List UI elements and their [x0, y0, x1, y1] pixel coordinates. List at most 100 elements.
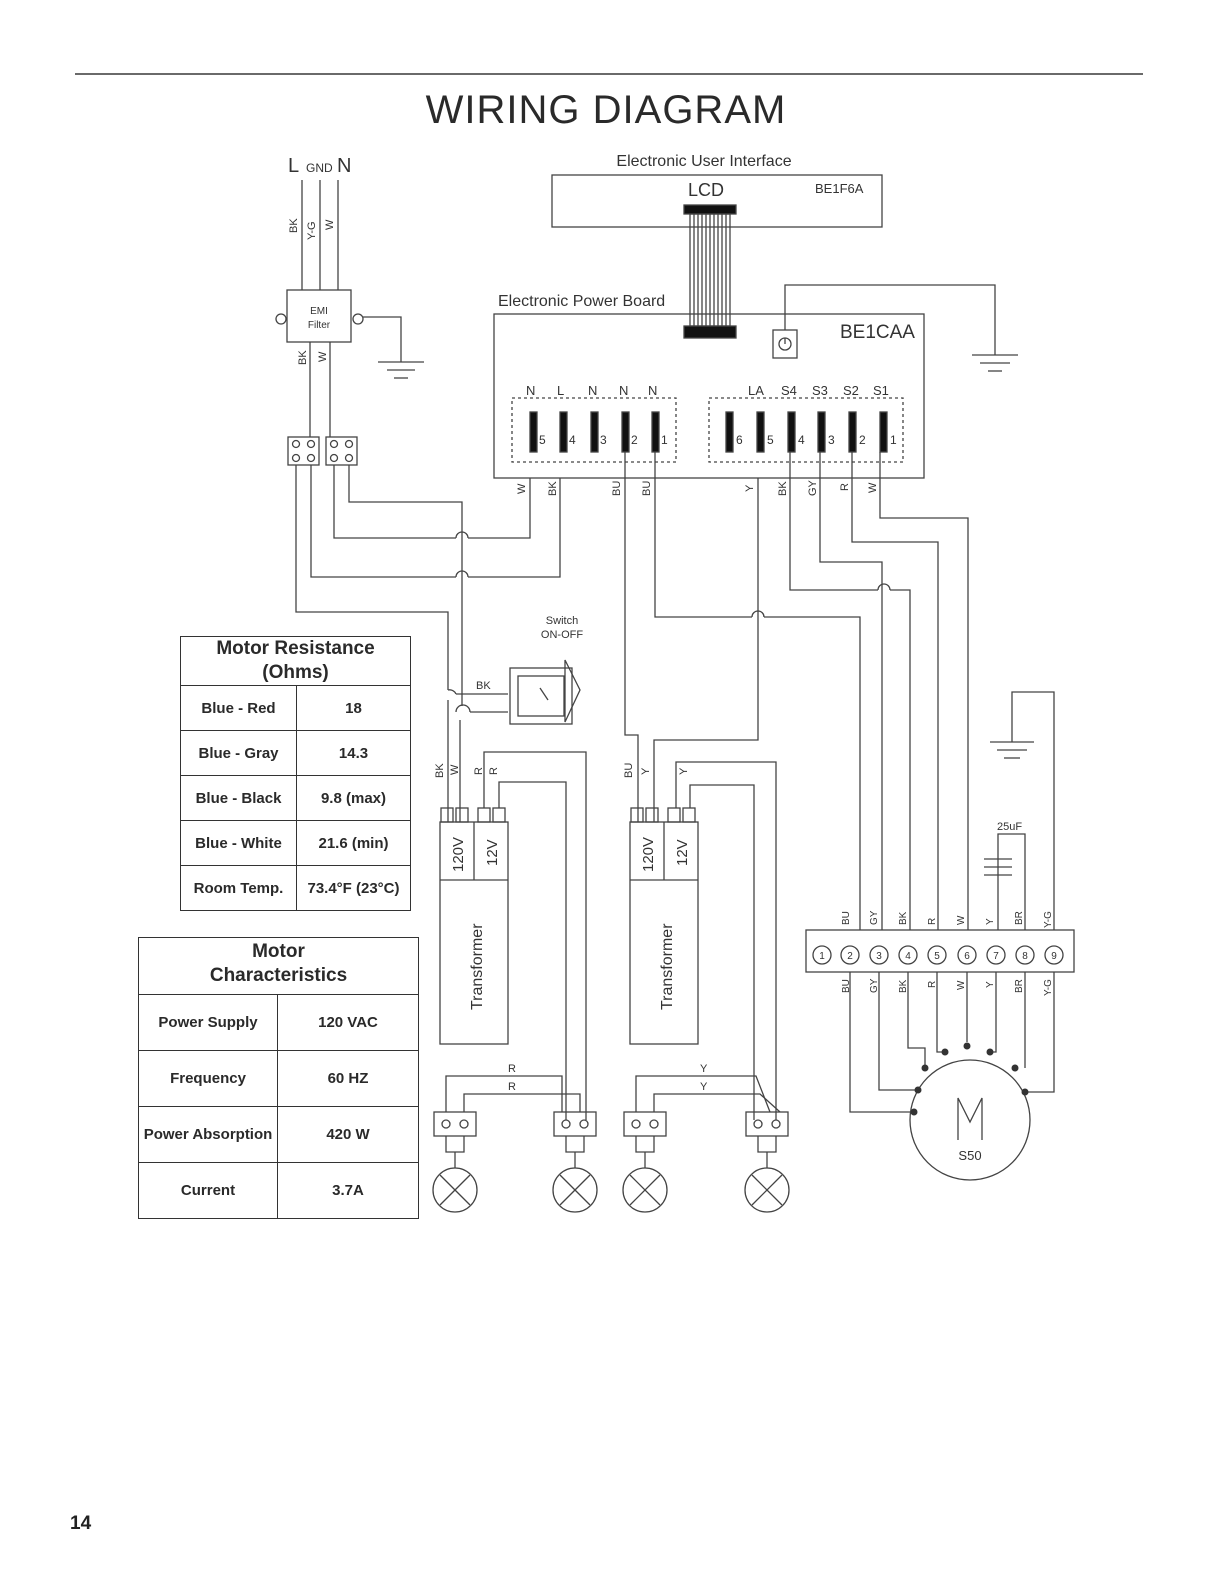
pin-header-l-4: L — [557, 383, 564, 398]
resistance-value: 18 — [296, 685, 411, 731]
resistance-value: 73.4°F (23°C) — [296, 865, 411, 911]
supply-l-label: L — [288, 155, 299, 177]
transformer-1-lamp-wire: R — [508, 1081, 516, 1093]
pin-header-s4: S4 — [781, 383, 797, 398]
capacitor-label: 25uF — [997, 821, 1022, 833]
terminal-number: 2 — [847, 951, 853, 962]
pin-number: 4 — [569, 433, 576, 447]
transformer-1-wire-bk: BK — [434, 763, 446, 778]
characteristic-label: Power Supply — [138, 994, 278, 1051]
pin-header-n-5: N — [526, 383, 535, 398]
pin-header-n-2: N — [619, 383, 628, 398]
table-row: Blue - White 21.6 (min) — [180, 820, 411, 866]
motor-resistance-title-line-1: Motor Resistance — [216, 638, 375, 659]
transformer-2-wire-y: Y — [640, 767, 652, 775]
pin-header-la: LA — [748, 383, 764, 398]
motor-terminal-bottom-label: BK — [898, 979, 909, 993]
terminal-number: 1 — [819, 951, 825, 962]
resistance-label: Blue - Black — [180, 775, 297, 821]
motor-characteristics-title-line-1: Motor — [252, 941, 305, 962]
pin-number: 2 — [631, 433, 638, 447]
transformer-2-lamp-wire: Y — [700, 1063, 708, 1075]
board-wire-w: W — [516, 483, 528, 494]
emi-wire-w: W — [324, 219, 336, 230]
characteristic-label: Power Absorption — [138, 1106, 278, 1163]
emi-wire-bk-bottom: BK — [297, 350, 309, 365]
terminal-number: 9 — [1051, 951, 1057, 962]
transformer-2-label: Transformer — [659, 923, 676, 1010]
power-board-title: Electronic Power Board — [498, 293, 665, 310]
terminal-number: 8 — [1022, 951, 1028, 962]
transformer-2-lamp-wire: Y — [700, 1081, 708, 1093]
motor-characteristics-title: Motor Characteristics — [138, 937, 419, 995]
transformer-1-wire-w: W — [449, 764, 461, 775]
motor-terminal-bottom-label: Y-G — [1043, 979, 1054, 996]
page-title: WIRING DIAGRAM — [425, 88, 787, 132]
transformer-2-wire-y: Y — [678, 767, 690, 775]
motor-terminal-top-label: GY — [869, 910, 880, 925]
supply-gnd-label: GND — [306, 161, 333, 175]
resistance-label: Blue - Gray — [180, 730, 297, 776]
emi-filter-label-1: EMI — [310, 306, 328, 317]
terminal-number: 5 — [934, 951, 940, 962]
characteristic-value: 60 HZ — [277, 1050, 419, 1107]
resistance-value: 21.6 (min) — [296, 820, 411, 866]
top-rule — [75, 73, 1143, 75]
pin-header-s1: S1 — [873, 383, 889, 398]
terminal-number: 7 — [993, 951, 999, 962]
supply-n-label: N — [337, 155, 351, 177]
transformer-1-primary: 120V — [450, 837, 467, 872]
motor-resistance-table: Motor Resistance (Ohms) Blue - Red 18 Bl… — [180, 636, 411, 911]
emi-wire-bk: BK — [288, 218, 300, 233]
board-wire-y: Y — [744, 484, 756, 492]
characteristic-label: Frequency — [138, 1050, 278, 1107]
transformer-1-label: Transformer — [469, 923, 486, 1010]
pin-header-s3: S3 — [812, 383, 828, 398]
table-row: Frequency 60 HZ — [138, 1050, 419, 1107]
transformer-2-wire-bu: BU — [623, 763, 635, 778]
pin-number: 5 — [767, 433, 774, 447]
lcd-label: LCD — [688, 180, 724, 200]
characteristic-value: 420 W — [277, 1106, 419, 1163]
board-wire-bk: BK — [547, 481, 559, 496]
resistance-value: 9.8 (max) — [296, 775, 411, 821]
motor-terminal-bottom-label: R — [927, 981, 938, 988]
emi-wire-w-bottom: W — [317, 351, 329, 362]
table-row: Blue - Gray 14.3 — [180, 730, 411, 776]
switch-wire-bk: BK — [476, 680, 491, 692]
board-wire-bu: BU — [611, 481, 623, 496]
transformer-1-wire-r: R — [473, 767, 485, 775]
power-board-model: BE1CAA — [840, 322, 915, 343]
motor-terminal-bottom-label: W — [956, 980, 967, 990]
table-row: Current 3.7A — [138, 1162, 419, 1219]
resistance-label: Blue - Red — [180, 685, 297, 731]
pin-number: 3 — [600, 433, 607, 447]
transformer-1-wire-r: R — [488, 767, 500, 775]
ui-board-model: BE1F6A — [815, 181, 864, 196]
transformer-1-lamp-wire: R — [508, 1063, 516, 1075]
board-wire-w: W — [867, 482, 879, 493]
pin-number: 4 — [798, 433, 805, 447]
resistance-label: Room Temp. — [180, 865, 297, 911]
motor-terminal-top-label: Y — [985, 918, 996, 925]
pin-number: 3 — [828, 433, 835, 447]
board-wire-gy: GY — [807, 479, 819, 496]
resistance-label: Blue - White — [180, 820, 297, 866]
motor-model-label: S50 — [958, 1148, 981, 1163]
emi-wire-yg: Y-G — [306, 221, 318, 240]
pin-number: 1 — [890, 433, 897, 447]
terminal-number: 4 — [905, 951, 911, 962]
motor-terminal-top-label: W — [956, 915, 967, 925]
table-row: Room Temp. 73.4°F (23°C) — [180, 865, 411, 911]
transformer-1-secondary: 12V — [484, 839, 501, 866]
motor-terminal-top-label: R — [927, 918, 938, 925]
terminal-number: 6 — [964, 951, 970, 962]
pin-number: 1 — [661, 433, 668, 447]
motor-terminal-top-label: BK — [898, 911, 909, 925]
resistance-value: 14.3 — [296, 730, 411, 776]
pin-number: 2 — [859, 433, 866, 447]
characteristic-value: 120 VAC — [277, 994, 419, 1051]
board-wire-bk: BK — [777, 481, 789, 496]
pin-number: 5 — [539, 433, 546, 447]
